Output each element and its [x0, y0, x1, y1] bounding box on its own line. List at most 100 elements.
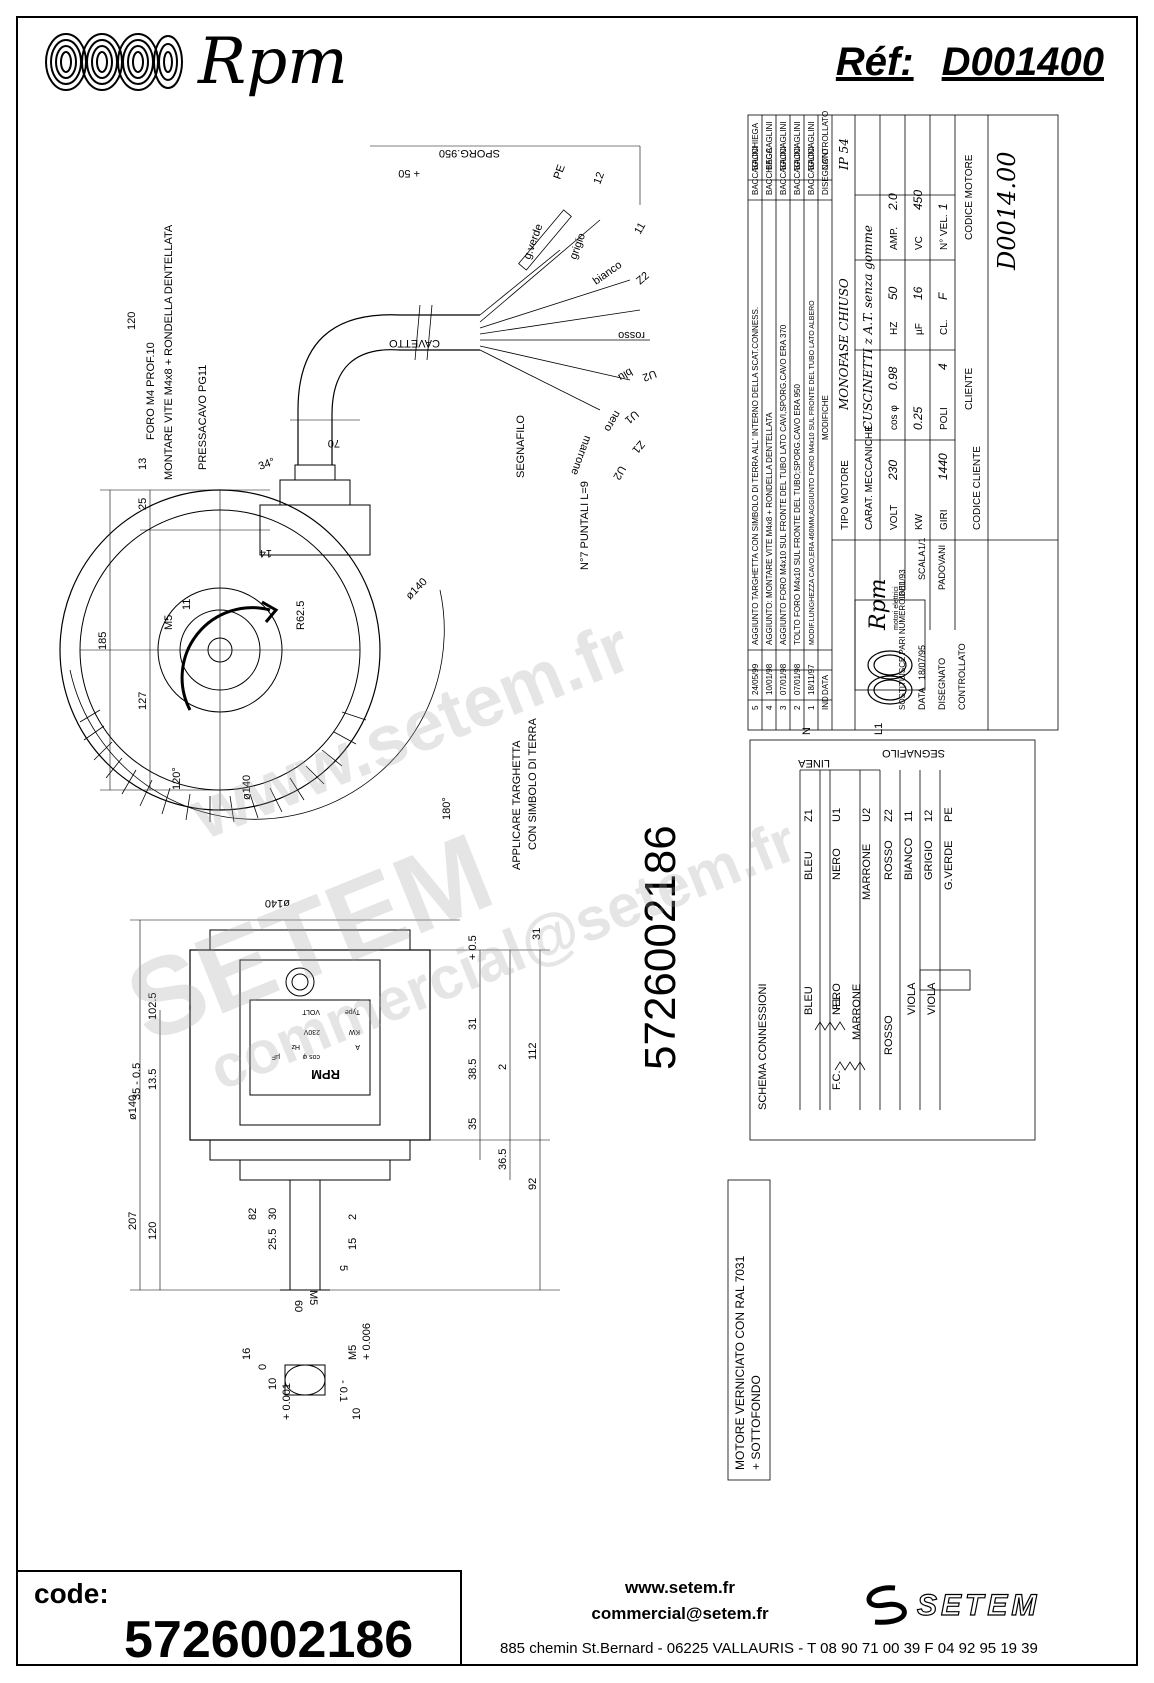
- note-simbolo: CON SIMBOLO DI TERRA: [527, 718, 539, 850]
- setem-logo-text: SETEM: [917, 1589, 1040, 1622]
- schema-fc: F.C.: [831, 1070, 843, 1090]
- dim-16: 10: [267, 1378, 279, 1390]
- dim-25: 25: [137, 498, 149, 510]
- schema-row-2-color: NERO: [831, 848, 843, 880]
- dim-82: 92: [527, 1178, 539, 1190]
- hz-label: HZ: [889, 322, 900, 335]
- dim-d140-b: ø140: [241, 775, 253, 800]
- dim-d14: 10: [351, 1408, 363, 1420]
- dim-11: 11: [181, 599, 193, 610]
- mod-1-date: 18/11/97: [807, 664, 816, 695]
- code-box: code: 5726002186: [16, 1570, 462, 1669]
- mod-2-date: 07/01/98: [793, 663, 802, 695]
- carat-label: CARAT. MECCANICHE: [864, 425, 875, 530]
- motor-technical-drawing: FORO M4 PROF.10 MONTARE VITE M4x8 + ROND…: [59, 111, 1059, 1481]
- note-sottofondo: + SOTTOFONDO: [749, 1375, 763, 1470]
- mod-2-ind: 2: [793, 705, 802, 710]
- dim-25-5: 30: [267, 1208, 279, 1220]
- nameplate-line-4: KW: [348, 1028, 360, 1035]
- ip-rating: IP 54: [837, 138, 851, 171]
- note-foro: FORO M4 PROF.10: [145, 342, 157, 440]
- schema-left-label-2: NERO: [831, 983, 843, 1015]
- mod-header-text: MODIFICHE: [821, 395, 830, 440]
- vc-label: VC: [914, 236, 925, 250]
- volt-label: VOLT: [889, 505, 900, 530]
- nameplate-line-1: Type: [345, 1008, 360, 1015]
- title-block: [747, 114, 1059, 731]
- dim-120: 207: [127, 1212, 139, 1230]
- schema-left-label-4: ROSSO: [883, 1015, 895, 1055]
- dim-92: 112: [527, 1042, 539, 1060]
- wire-label-12: nero: [601, 409, 622, 434]
- mod-5-date: 24/05/99: [751, 663, 760, 695]
- tipo-motore-value: MONOFASE CHIUSO: [837, 278, 851, 411]
- wire-label-4: grigio: [568, 232, 588, 261]
- schema-row-3-color: MARRONE: [861, 844, 873, 900]
- schema-row-1-term: Z1: [803, 809, 815, 822]
- ref-label: Réf:: [835, 40, 914, 84]
- drawing-frame: [16, 16, 1138, 1666]
- codice-motore-label: CODICE MOTORE: [964, 154, 975, 240]
- dim-plus-0006: M5: [347, 1345, 359, 1360]
- dim-10: 60: [292, 1300, 304, 1312]
- website-link[interactable]: www.setem.fr: [625, 1578, 735, 1597]
- schema-linea: LINEA: [798, 757, 830, 769]
- dim-15: 2: [347, 1214, 359, 1220]
- dim-30: 82: [247, 1208, 259, 1220]
- titleblock-coil-icon: [867, 650, 913, 705]
- mod-2-drawn: BACCAGLINI: [793, 147, 802, 195]
- mod-1-ind: 1: [807, 705, 816, 710]
- note-cavetto: CAVETTO: [389, 337, 440, 349]
- dim-14: 14: [260, 547, 272, 559]
- wire-label-14: marrone: [568, 434, 593, 477]
- mod-5-ind: 5: [751, 705, 760, 710]
- dim-10-key: + 0.001: [281, 1383, 293, 1420]
- mod-2-ctrl: BACCAGLINI: [793, 122, 802, 170]
- schema-fl: F.L.: [831, 992, 843, 1010]
- dim-102-5: 120: [147, 1222, 159, 1240]
- dim-d140-side: ø140: [265, 897, 290, 909]
- uf-label: µF: [914, 323, 925, 335]
- nvel-label: N° VEL.: [939, 214, 950, 250]
- controllato-label: CONTROLLATO: [957, 643, 967, 710]
- nvel-value: 1: [936, 203, 950, 210]
- kw-label: KW: [914, 513, 925, 530]
- dim-2-shaft: 25.5: [267, 1229, 279, 1250]
- schema-row-3-term: U2: [861, 808, 873, 822]
- mod-header-ind: IND: [821, 696, 830, 710]
- dim-185: 185: [97, 632, 109, 650]
- note-vernice: MOTORE VERNICIATO CON RAL 7031: [733, 1255, 747, 1470]
- email-link[interactable]: commercial@setem.fr: [591, 1604, 769, 1623]
- data-value: 18/07/95: [917, 645, 927, 680]
- schema-title: SCHEMA CONNESSIONI: [757, 983, 769, 1110]
- address-line: 885 chemin St.Bernard - 06225 VALLAURIS …: [500, 1640, 1038, 1657]
- mod-header-date: DATA: [821, 674, 830, 695]
- wire-label-3: 12: [592, 170, 607, 186]
- coil-logo-icon: [45, 33, 183, 91]
- reference-number: Réf:D001400: [836, 40, 1104, 85]
- schema-row-7-term: PE: [943, 807, 955, 822]
- wire-label-10: blu: [616, 365, 635, 383]
- dim-m5: M5: [163, 615, 175, 630]
- vertical-part-number: 5726002186: [636, 825, 685, 1070]
- mod-5-text: AGGIUNTO TARGHETTA CON SIMBOLO DI TERRA …: [751, 307, 760, 645]
- dim-180deg: 180°: [441, 797, 453, 820]
- dim-m5-key: - 0.1: [337, 1380, 349, 1402]
- dim-207: ø140: [127, 1095, 139, 1120]
- schema-row-1-color: BLEU: [803, 851, 815, 880]
- dim-35-05: 13.5: [147, 1069, 159, 1090]
- note-applicare: APPLICARE TARGHETTA: [511, 740, 523, 870]
- dim-plus-0001: + 0.006: [361, 1323, 373, 1360]
- mod-4-drawn: BACCHIEGA: [765, 147, 774, 195]
- schema-row-2-term: U1: [831, 808, 843, 822]
- wire-label-5: 11: [632, 221, 648, 237]
- mod-4-text: AGGIUNTO: MONTARE VITE M4x8 + RONDELLA D…: [765, 412, 774, 645]
- mod-5-drawn: BACCAGLINI: [751, 147, 760, 195]
- dim-2: 31: [531, 928, 543, 940]
- wire-label-1: g.verde: [522, 222, 546, 261]
- schema-row-4-color: ROSSO: [883, 840, 895, 880]
- note-sporg-tol: + 50: [398, 167, 420, 179]
- codice-cliente-label: CODICE CLIENTE: [972, 446, 983, 530]
- dim-d140-a: ø140: [404, 576, 430, 602]
- dim-13-5: 102.5: [147, 992, 159, 1020]
